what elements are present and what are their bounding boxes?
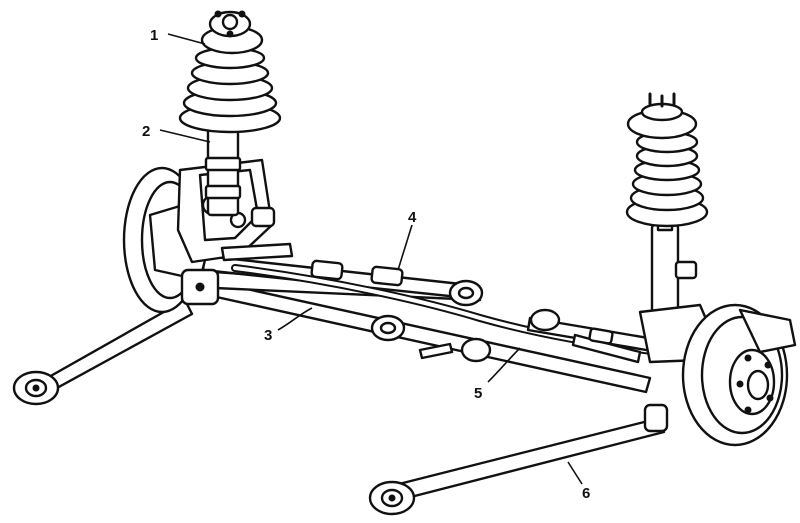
callout-3: 3: [264, 327, 272, 344]
right-coil-spring: [625, 92, 709, 228]
callout-5: 5: [474, 385, 482, 402]
callout-leaders: [159, 33, 583, 485]
callout-numbers: 1 2 3 4 5 6: [142, 27, 590, 502]
callout-2: 2: [142, 123, 150, 140]
right-brake-disc: [681, 303, 797, 447]
callout-6: 6: [582, 485, 590, 502]
callout-1: 1: [150, 27, 158, 44]
left-trailing-arm: [12, 298, 194, 406]
left-coil-spring: [178, 10, 282, 134]
right-trailing-arm: [368, 403, 669, 516]
right-inner-links: [526, 308, 662, 364]
callout-4: 4: [408, 209, 417, 226]
lateral-link: [201, 254, 484, 307]
